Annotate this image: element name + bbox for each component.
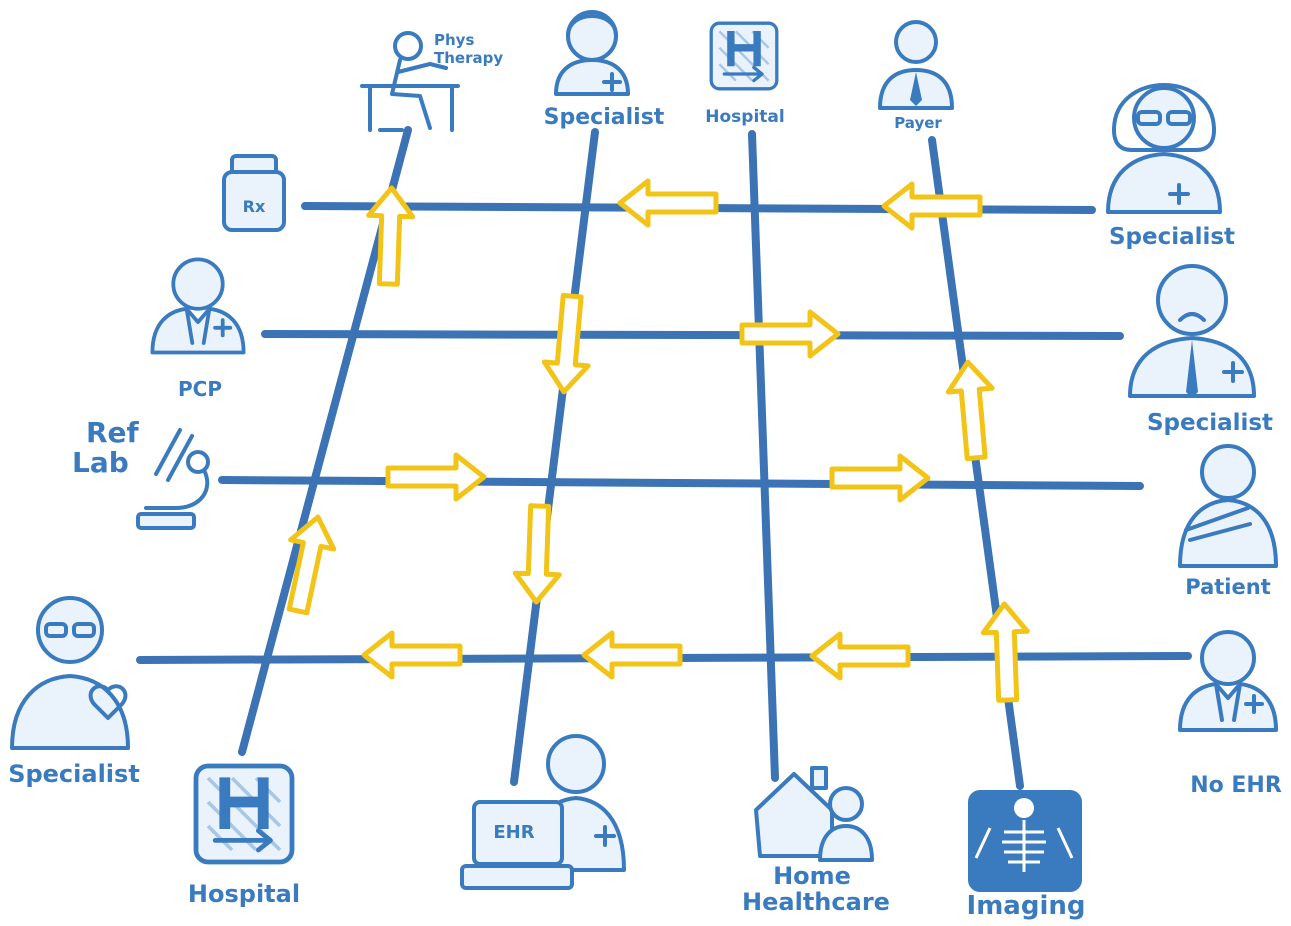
- grid-row-3: [218, 476, 1144, 490]
- node-no-ehr: No EHR: [1178, 630, 1282, 798]
- network-grid: [136, 126, 1192, 790]
- node-specialist-right-2: Specialist: [1128, 264, 1273, 436]
- node-label: Patient: [1185, 575, 1270, 599]
- node-label: Healthcare: [742, 888, 890, 916]
- payer-icon: [878, 20, 954, 110]
- node-label: Lab: [72, 446, 129, 479]
- hospital-sign-icon: [711, 23, 777, 89]
- node-label: EHR: [493, 822, 534, 843]
- microscope-icon: [136, 428, 210, 530]
- grid-col-2: [510, 128, 599, 786]
- flow-arrows: [286, 178, 1030, 703]
- node-imaging: Imaging: [967, 790, 1086, 921]
- node-phys-therapy: Phys Therapy: [360, 31, 503, 132]
- pill-bottle-icon: [222, 154, 286, 232]
- node-label: Rx: [243, 197, 266, 216]
- flow-arrow: [366, 185, 416, 287]
- flow-arrow: [945, 359, 995, 462]
- node-home-healthcare: Home Healthcare: [742, 766, 890, 916]
- node-pcp: PCP: [150, 257, 246, 401]
- node-specialist-top: Specialist: [544, 10, 665, 130]
- flow-arrow: [739, 309, 841, 359]
- node-label: Ref: [86, 416, 140, 449]
- flow-arrow: [881, 181, 983, 231]
- node-rx: Rx: [222, 154, 286, 232]
- node-hospital-bottom: Hospital: [188, 766, 300, 908]
- doctor-icon: [150, 257, 246, 355]
- flow-arrow: [829, 453, 931, 503]
- node-patient: Patient: [1178, 444, 1278, 599]
- node-label: Hospital: [705, 107, 784, 127]
- flow-arrow: [385, 452, 487, 502]
- hospital-sign-icon: [196, 766, 292, 862]
- grid-col-3: [748, 130, 779, 782]
- node-label: No EHR: [1190, 773, 1282, 798]
- node-label: PCP: [178, 377, 222, 401]
- flow-arrow: [512, 503, 562, 605]
- node-payer: Payer: [878, 20, 954, 132]
- flow-arrow: [980, 601, 1030, 703]
- node-specialist-right-1: Specialist: [1106, 83, 1235, 250]
- flow-arrow: [581, 630, 683, 680]
- node-label: Phys: [434, 31, 474, 49]
- flow-arrow: [617, 178, 719, 228]
- node-ehr: EHR: [460, 734, 626, 890]
- flow-arrow: [809, 631, 911, 681]
- node-ref-lab: Ref Lab: [72, 416, 210, 530]
- node-label: Therapy: [434, 49, 503, 67]
- xray-icon: [968, 790, 1082, 892]
- grid-row-2: [261, 330, 1124, 340]
- node-label: Specialist: [544, 105, 665, 130]
- node-hospital-top: Hospital: [705, 23, 785, 127]
- patient-sling-icon: [1178, 444, 1278, 568]
- doctor-female-icon: [554, 10, 630, 96]
- doctor-icon: [1178, 630, 1278, 732]
- doctor-glasses-heart-icon: [10, 596, 130, 750]
- node-label: Specialist: [1147, 410, 1273, 436]
- physical-therapy-icon: [360, 31, 460, 132]
- node-label: Specialist: [1109, 224, 1235, 250]
- node-label: Specialist: [8, 760, 140, 788]
- doctor-female-glasses-icon: [1106, 83, 1222, 214]
- node-specialist-left: Specialist: [8, 596, 140, 788]
- node-label: Home: [773, 862, 851, 890]
- flow-arrow: [541, 292, 591, 395]
- node-label: Imaging: [967, 891, 1086, 921]
- flow-arrow: [286, 514, 337, 616]
- node-label: Hospital: [188, 880, 300, 908]
- flow-arrow: [361, 630, 463, 680]
- computer-doctor-icon: [460, 734, 626, 890]
- doctor-mustache-icon: [1128, 264, 1256, 398]
- house-nurse-icon: [754, 766, 874, 862]
- node-label: Payer: [894, 114, 942, 132]
